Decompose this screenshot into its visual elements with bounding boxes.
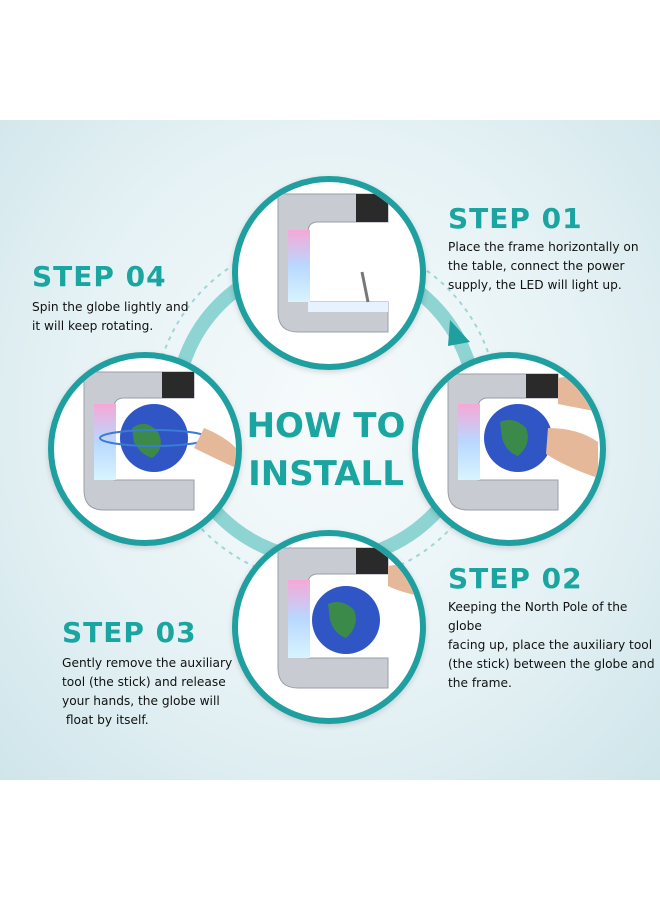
step-02-title: STEP 02: [448, 562, 583, 595]
step-03-line: float by itself.: [62, 713, 149, 727]
step-04-line: it will keep rotating.: [32, 319, 154, 333]
step-04-title: STEP 04: [32, 260, 167, 293]
step-02-text: Keeping the North Pole of the globe faci…: [448, 598, 660, 693]
step-03-text: Gently remove the auxiliary tool (the st…: [62, 654, 232, 730]
step-01-line: Place the frame horizontally on: [448, 240, 639, 254]
step-01-photo: [232, 176, 426, 370]
step-02-photo: [232, 530, 426, 724]
center-title-line2: INSTALL: [248, 454, 404, 494]
step-02-line: facing up, place the auxiliary tool: [448, 638, 653, 652]
step-03-line: Gently remove the auxiliary: [62, 656, 233, 670]
step-03-line: tool (the stick) and release: [62, 675, 226, 689]
step-02-line: Keeping the North Pole of the globe: [448, 600, 628, 633]
arrow-right-icon: [448, 320, 470, 346]
step-03-line: your hands, the globe will: [62, 694, 220, 708]
step-01-line: supply, the LED will light up.: [448, 278, 622, 292]
step-02-line: (the stick) between the globe and: [448, 657, 655, 671]
step-01-line: the table, connect the power: [448, 259, 625, 273]
step-01-title: STEP 01: [448, 202, 583, 235]
step-03-title: STEP 03: [62, 616, 197, 649]
step-02-line: the frame.: [448, 676, 512, 690]
step-04-text: Spin the globe lightly and it will keep …: [32, 298, 188, 336]
how-to-install-title: HOW TO INSTALL: [236, 402, 416, 498]
step-04-line: Spin the globe lightly and: [32, 300, 189, 314]
step-01-right-photo: [412, 352, 606, 546]
step-01-text: Place the frame horizontally on the tabl…: [448, 238, 639, 295]
center-title-line1: HOW TO: [246, 406, 406, 446]
infographic-panel: HOW TO INSTALL STEP 01 Place the frame h…: [0, 120, 660, 780]
step-04-photo: [48, 352, 242, 546]
